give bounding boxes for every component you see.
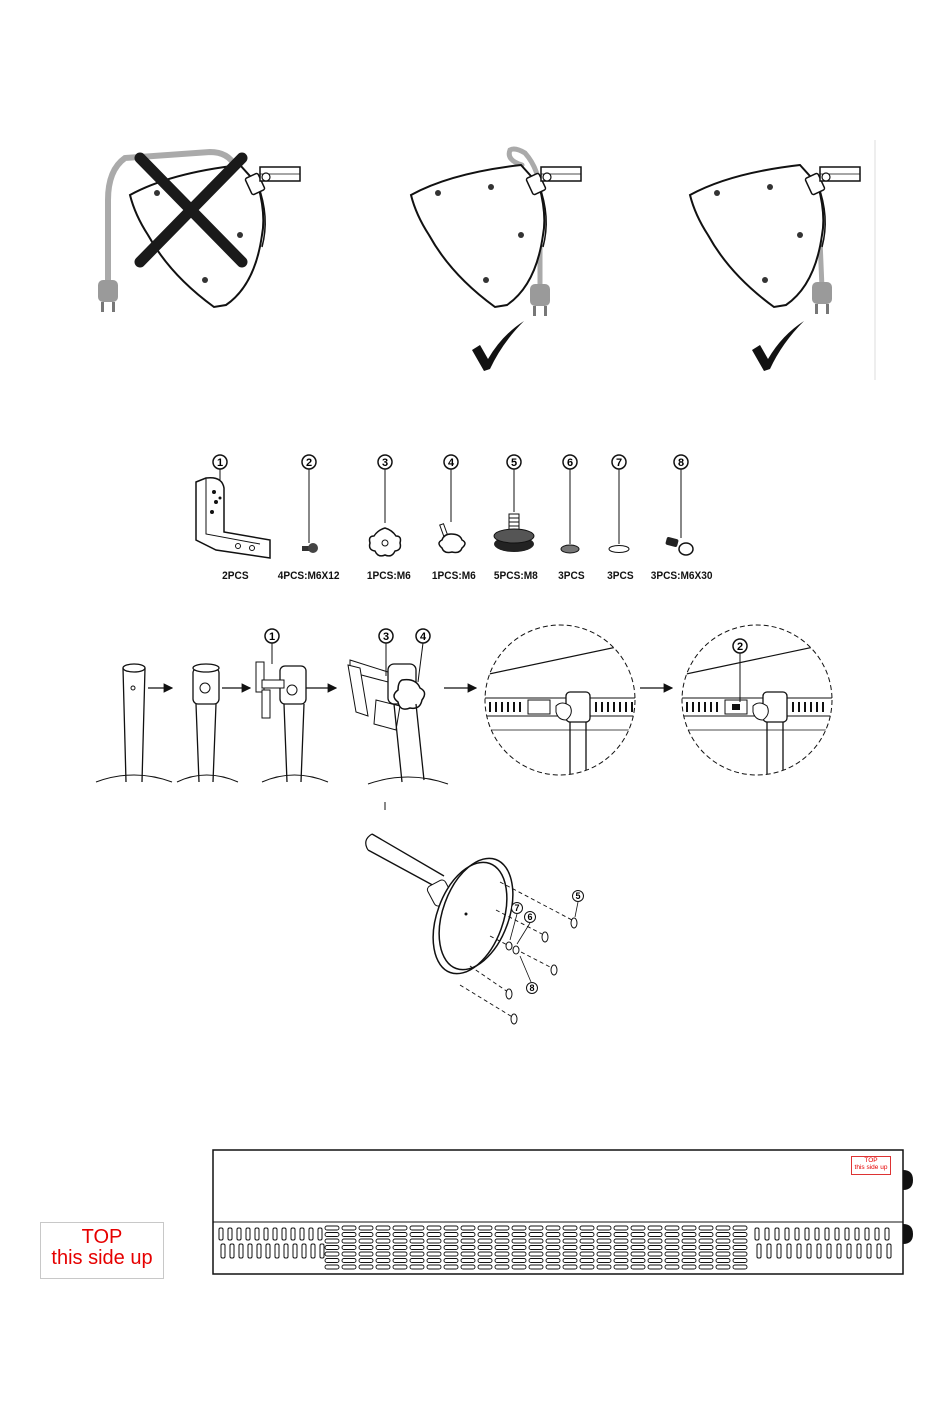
heater-side-view bbox=[205, 1140, 920, 1280]
part-3-callout: 3 bbox=[378, 455, 392, 523]
part-1-label: 2PCS bbox=[222, 570, 248, 582]
svg-text:3: 3 bbox=[383, 631, 389, 643]
svg-text:6: 6 bbox=[527, 912, 532, 922]
step-5-detail bbox=[470, 625, 650, 790]
this-side-up-label: this side up bbox=[41, 1247, 163, 1269]
bolt-icon bbox=[665, 537, 693, 555]
part-4-callout: 4 bbox=[444, 455, 458, 522]
svg-text:7: 7 bbox=[514, 903, 519, 913]
svg-text:4: 4 bbox=[448, 457, 455, 469]
top-label: TOP bbox=[41, 1227, 163, 1247]
mini-top-label: TOP this side up bbox=[851, 1156, 891, 1175]
part-7-label: 3PCS bbox=[607, 570, 633, 582]
screw-icon bbox=[302, 543, 318, 553]
cord-panel-correct-2 bbox=[690, 140, 875, 380]
part-5-callout: 5 bbox=[507, 455, 521, 512]
foot-pad-icon bbox=[494, 514, 534, 552]
svg-text:8: 8 bbox=[529, 983, 534, 993]
part-4-label: 1PCS:M6 bbox=[432, 570, 476, 582]
part-7-callout: 7 bbox=[612, 455, 626, 544]
part-2-label: 4PCS:M6X12 bbox=[278, 570, 340, 582]
svg-text:1: 1 bbox=[217, 457, 223, 469]
step-3-bracket: 1 bbox=[256, 629, 328, 782]
svg-text:8: 8 bbox=[678, 457, 684, 469]
svg-text:2: 2 bbox=[737, 641, 743, 653]
step-1-pole bbox=[96, 664, 172, 782]
svg-text:6: 6 bbox=[567, 457, 573, 469]
part-5-label: 5PCS:M8 bbox=[494, 570, 538, 582]
star-knob-bolt-icon bbox=[439, 524, 465, 553]
svg-text:2: 2 bbox=[306, 457, 312, 469]
svg-text:5: 5 bbox=[575, 891, 580, 901]
part-2-callout: 2 bbox=[302, 455, 316, 543]
mini-top-text: TOP bbox=[852, 1157, 890, 1164]
mini-this-side-up-text: this side up bbox=[852, 1164, 890, 1171]
star-knob-icon bbox=[370, 528, 401, 556]
part-6-callout: 6 bbox=[563, 455, 577, 544]
flat-washer-icon bbox=[609, 546, 629, 553]
svg-text:5: 5 bbox=[511, 457, 517, 469]
base-assembly-illustration: 5 7 6 8 bbox=[0, 800, 950, 1030]
checkmark-icon bbox=[752, 321, 804, 371]
cord-panel-correct-1 bbox=[411, 149, 581, 371]
lock-washer-icon bbox=[561, 545, 579, 553]
svg-text:7: 7 bbox=[616, 457, 622, 469]
cord-routing-illustration bbox=[0, 0, 950, 400]
bracket-assembly-steps: 1 3 4 bbox=[0, 620, 950, 795]
checkmark-icon bbox=[472, 321, 524, 371]
svg-text:1: 1 bbox=[269, 631, 275, 643]
step-2-pole-cap bbox=[177, 664, 238, 782]
l-bracket-icon bbox=[196, 478, 270, 558]
step-6-detail: 2 bbox=[667, 625, 847, 790]
part-8-callout: 8 bbox=[674, 455, 688, 538]
cord-panel-incorrect bbox=[98, 152, 300, 312]
svg-text:3: 3 bbox=[382, 457, 388, 469]
step-4-knobs: 3 4 bbox=[348, 629, 448, 784]
svg-text:4: 4 bbox=[420, 631, 427, 643]
part-6-label: 3PCS bbox=[558, 570, 584, 582]
part-callouts: 1 2 3 4 5 bbox=[0, 440, 950, 585]
part-3-label: 1PCS:M6 bbox=[367, 570, 411, 582]
top-this-side-up-label: TOP this side up bbox=[40, 1222, 164, 1279]
part-8-label: 3PCS:M6X30 bbox=[651, 570, 713, 582]
